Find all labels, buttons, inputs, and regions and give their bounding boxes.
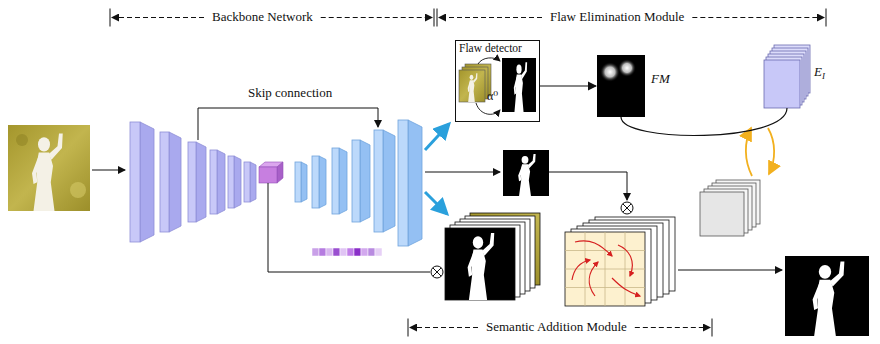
blue-arrows xyxy=(425,124,449,214)
connector xyxy=(621,108,787,135)
matte-stack xyxy=(445,213,540,300)
multiply-symbol xyxy=(621,202,633,214)
connector xyxy=(540,85,596,86)
section-label: Backbone Network xyxy=(212,10,313,25)
alpha-arrow xyxy=(425,172,500,173)
multiply-symbol xyxy=(431,266,443,278)
bracket-bar xyxy=(434,9,435,27)
bracket-dash xyxy=(112,17,204,18)
encoder-blocks xyxy=(130,122,256,242)
bracket-bar xyxy=(437,9,438,27)
bracket-dash xyxy=(410,327,478,328)
bracket-dash xyxy=(692,17,824,18)
section-label: Flaw Elimination Module xyxy=(550,10,684,25)
feature-map: FM xyxy=(597,55,645,117)
bottleneck-cube xyxy=(259,162,283,183)
input-image xyxy=(8,125,90,211)
output-image xyxy=(785,256,869,336)
exchange-arrows xyxy=(746,128,774,176)
embedding-stack xyxy=(764,45,810,108)
attention-grid-stack xyxy=(565,217,675,306)
decoder-blocks xyxy=(295,120,422,246)
embedding-stack-node: EI xyxy=(764,45,810,108)
feature-vector xyxy=(312,248,382,256)
wire-label: Skip connection xyxy=(248,86,332,101)
section-label: Semantic Addition Module xyxy=(486,320,627,335)
alpha-image xyxy=(503,150,549,196)
bracket-bar xyxy=(712,319,713,337)
subscript-label: I xyxy=(822,71,825,81)
input-arrow xyxy=(92,170,125,171)
bracket-bar xyxy=(110,9,111,27)
detector-contents xyxy=(459,58,536,114)
bracket-bar xyxy=(826,9,827,27)
bottleneck-wire xyxy=(268,183,430,272)
flaw-detector-box: Flaw detector α⁰ xyxy=(455,40,540,122)
bracket-dash xyxy=(635,327,710,328)
skip-wire xyxy=(198,108,378,140)
bracket-bar xyxy=(408,319,409,337)
output-arrow xyxy=(678,270,782,271)
gray-stack xyxy=(700,180,760,236)
box-title: Flaw detector xyxy=(459,42,522,55)
stack-label: E xyxy=(814,65,822,80)
alpha-wire xyxy=(549,172,627,200)
bracket-dash xyxy=(439,17,542,18)
heatmap-image xyxy=(597,55,645,117)
map-label: FM xyxy=(651,72,670,87)
bracket-dash xyxy=(321,17,432,18)
alpha-label: α⁰ xyxy=(487,90,498,104)
